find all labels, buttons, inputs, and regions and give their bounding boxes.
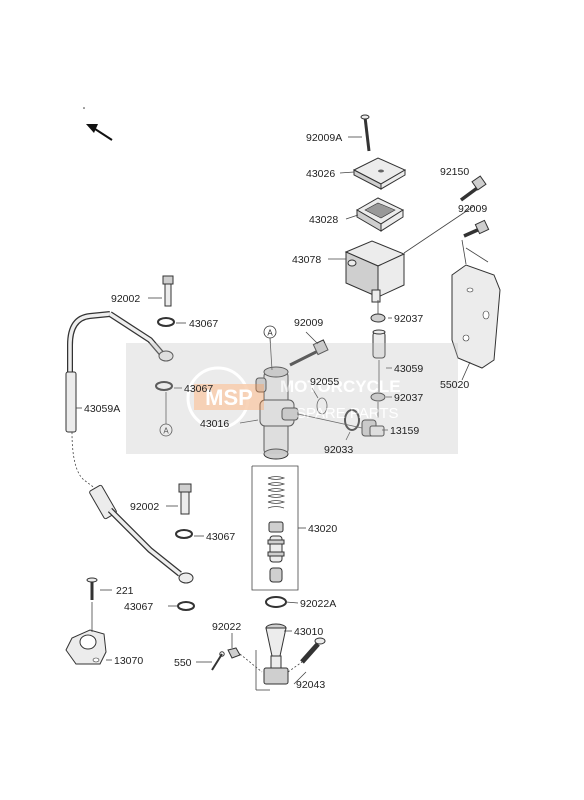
label-13159: 13159 [390, 425, 419, 437]
label-43026: 43026 [306, 168, 335, 180]
label-43010: 43010 [294, 626, 323, 638]
label-92002-top: 92002 [111, 293, 140, 305]
label-92055: 92055 [310, 376, 339, 388]
label-92043: 92043 [296, 679, 325, 691]
label-43020: 43020 [308, 523, 337, 535]
label-92150: 92150 [440, 166, 469, 178]
bracket-55020 [451, 264, 501, 369]
label-43067-d: 43067 [124, 601, 153, 613]
hose-clamp-92037-top [370, 313, 386, 323]
washer-43067-a [157, 317, 175, 327]
washer-43067-d [177, 601, 195, 611]
label-43059: 43059 [394, 363, 423, 375]
label-92022a: 92022A [300, 598, 336, 610]
washer-43067-b [155, 381, 173, 391]
hose-guide-13070 [65, 629, 107, 665]
bolt-92009-mid [289, 339, 329, 367]
circlip-92033 [344, 409, 360, 431]
label-92009a: 92009A [306, 132, 342, 144]
watermark-logo: MSP [186, 366, 264, 430]
label-43067-c: 43067 [206, 531, 235, 543]
push-rod-43010 [263, 623, 289, 685]
label-43067-a: 43067 [189, 318, 218, 330]
label-92009-mid: 92009 [294, 317, 323, 329]
svg-text:A: A [163, 427, 169, 436]
label-92002-bottom: 92002 [130, 501, 159, 513]
watermark-line2: SPARE PARTS [296, 405, 399, 422]
leader-lines [76, 136, 471, 685]
label-43016: 43016 [200, 418, 229, 430]
arrow-up-left-icon [86, 124, 113, 141]
diaphragm-43028 [356, 197, 405, 232]
svg-text:MSP: MSP [205, 385, 253, 410]
dot-mark [83, 107, 85, 109]
banjo-bolt-92002-bottom [178, 483, 192, 515]
label-92033: 92033 [324, 444, 353, 456]
label-43059a: 43059A [84, 403, 120, 415]
part-labels: 92009A 43026 92150 92009 43028 43078 920… [84, 132, 487, 691]
nut-92022 [227, 647, 241, 659]
label-92037-a: 92037 [394, 313, 423, 325]
label-13070: 13070 [114, 655, 143, 667]
reference-marker-a: A [263, 325, 277, 339]
hose-43059 [372, 329, 386, 359]
bolt-92009-top [463, 219, 490, 238]
banjo-bolt-92002-top [162, 275, 174, 307]
bolt-92150 [459, 175, 487, 202]
circlip-92022a [265, 596, 287, 608]
label-221: 221 [116, 585, 134, 597]
reservoir-43078 [344, 240, 406, 303]
label-92009-top: 92009 [458, 203, 487, 215]
screw-92009a [360, 114, 371, 152]
label-92022: 92022 [212, 621, 241, 633]
pin-92043 [300, 637, 326, 664]
label-92037-b: 92037 [394, 392, 423, 404]
piston-kit-43020 [251, 465, 299, 591]
label-43067-b: 43067 [184, 383, 213, 395]
svg-text:A: A [267, 329, 273, 338]
watermark: MSP MOTORCYCLE SPARE PARTS [126, 343, 458, 454]
screw-221 [86, 577, 98, 600]
brake-hose-43059a [65, 311, 194, 584]
cap-43026 [352, 157, 407, 190]
cotter-pin-550 [211, 651, 225, 671]
label-43028: 43028 [309, 214, 338, 226]
watermark-line1: MOTORCYCLE [280, 377, 401, 396]
label-550: 550 [174, 657, 192, 669]
label-43078: 43078 [292, 254, 321, 266]
label-55020: 55020 [440, 379, 469, 391]
reference-marker-a-lower: A [159, 423, 173, 437]
washer-43067-c [175, 529, 193, 539]
o-ring-92055 [316, 397, 328, 415]
master-cylinder-43016 [255, 366, 299, 460]
hose-clamp-92037-bottom [370, 392, 386, 402]
